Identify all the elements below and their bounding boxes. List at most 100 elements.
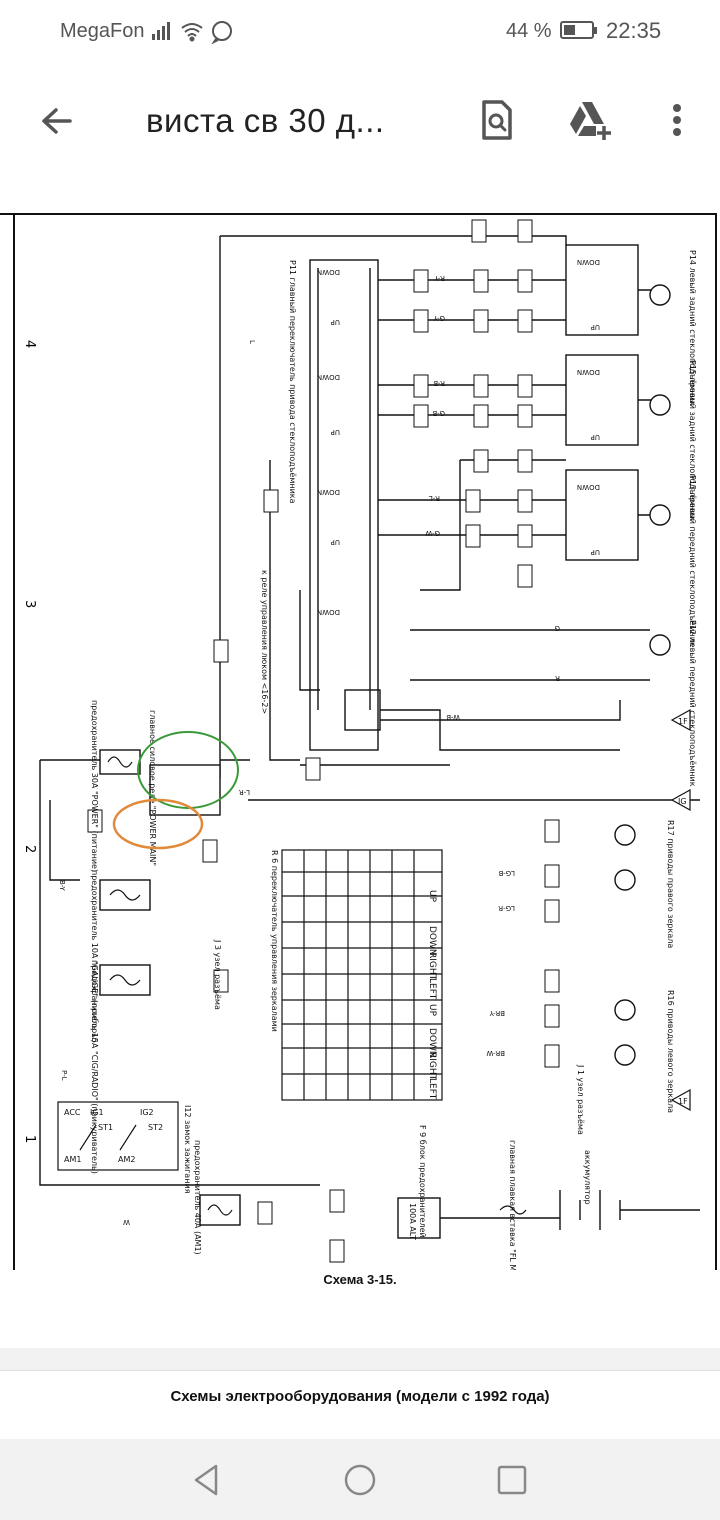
whatsapp-icon	[211, 21, 232, 44]
svg-text:RIGHT: RIGHT	[427, 1052, 437, 1081]
grid-number-2: 2	[22, 845, 37, 853]
svg-text:LG-B: LG-B	[498, 869, 515, 877]
svg-text:G: G	[555, 624, 560, 632]
ground-triangles	[670, 708, 691, 1112]
svg-text:W-B: W-B	[446, 713, 460, 721]
green-highlight-circle	[137, 731, 239, 809]
svg-text:DOWN: DOWN	[577, 483, 600, 491]
svg-text:R 6 переключатель управления з: R 6 переключатель управления зеркалами	[270, 850, 279, 1032]
more-vert-icon[interactable]	[652, 92, 702, 148]
svg-text:P12 левый передний стеклоподъё: P12 левый передний стеклоподъёмник	[688, 620, 697, 787]
svg-text:UP: UP	[591, 548, 600, 556]
svg-text:G-W: G-W	[425, 529, 440, 537]
svg-text:J 3 узел разъёма: J 3 узел разъёма	[213, 939, 222, 1010]
svg-text:UP: UP	[591, 433, 600, 441]
svg-text:B-Y: B-Y	[58, 880, 66, 891]
svg-text:RIGHT: RIGHT	[427, 952, 437, 981]
svg-text:R: R	[555, 674, 560, 682]
svg-text:ACC: ACC	[64, 1108, 81, 1117]
orange-highlight-circle	[112, 798, 204, 850]
svg-text:ST2: ST2	[148, 1123, 163, 1132]
svg-text:к реле управления люком <16-2>: к реле управления люком <16-2>	[260, 570, 269, 714]
svg-text:предохранитель 15A "CIG/RADIO": предохранитель 15A "CIG/RADIO" (прикурив…	[90, 960, 99, 1174]
svg-text:UP: UP	[591, 323, 600, 331]
svg-text:аккумулятор: аккумулятор	[583, 1150, 592, 1205]
document-title: виста св 30 д...	[146, 102, 385, 139]
svg-text:R-B: R-B	[433, 379, 445, 387]
next-page[interactable]: Схемы электрооборудования (модели с 1992…	[0, 1370, 720, 1439]
signal-wifi-whatsapp-icons	[152, 21, 232, 44]
carrier-name: MegaFon	[60, 20, 145, 42]
next-page-heading: Схемы электрооборудования (модели с 1992…	[170, 1388, 550, 1405]
svg-text:1F: 1F	[678, 717, 688, 726]
svg-text:100A ALT: 100A ALT	[408, 1203, 417, 1240]
svg-text:P11 главный переключатель прив: P11 главный переключатель привода стекло…	[288, 260, 297, 504]
document-page[interactable]: 4 3 2 1	[0, 190, 720, 1348]
svg-text:P14 левый задний стеклоподъёмн: P14 левый задний стеклоподъёмник	[688, 250, 697, 406]
app-bar: виста св 30 д...	[0, 62, 720, 190]
svg-text:F 9 блок предохранителей: F 9 блок предохранителей	[418, 1125, 427, 1238]
svg-text:L: L	[248, 340, 256, 344]
clock: 22:35	[606, 18, 662, 43]
svg-text:R16 приводы левого зеркала: R16 приводы левого зеркала	[666, 990, 675, 1113]
grid-number-1: 1	[22, 1135, 37, 1143]
svg-text:L-R: L-R	[239, 788, 250, 796]
svg-text:IG1: IG1	[90, 1108, 104, 1117]
svg-text:J 1 узел разъёма: J 1 узел разъёма	[576, 1064, 585, 1135]
svg-text:W: W	[123, 1218, 130, 1226]
battery-level-fill	[564, 25, 575, 35]
svg-text:G-Y: G-Y	[433, 314, 445, 322]
svg-text:R-Y: R-Y	[434, 274, 445, 282]
svg-text:UP: UP	[427, 1004, 437, 1017]
svg-text:DOWN: DOWN	[577, 368, 600, 376]
svg-text:P15 правый задний стеклоподъём: P15 правый задний стеклоподъёмник	[688, 360, 697, 521]
svg-text:IG: IG	[678, 797, 687, 806]
arrow-back-icon[interactable]	[30, 94, 86, 150]
wifi-icon	[181, 23, 203, 42]
svg-text:LEFT: LEFT	[427, 1078, 437, 1100]
home-circle-icon[interactable]	[340, 1460, 380, 1500]
diagram-frame	[13, 213, 717, 1270]
svg-text:UP: UP	[331, 428, 340, 436]
grid-number-3: 3	[22, 600, 37, 608]
svg-text:BR-Y: BR-Y	[489, 1009, 505, 1017]
svg-text:AM2: AM2	[118, 1155, 135, 1164]
system-nav-bar	[0, 1440, 720, 1520]
svg-text:G-B: G-B	[432, 409, 445, 417]
svg-text:DOWN: DOWN	[317, 608, 340, 616]
svg-text:DOWN: DOWN	[317, 373, 340, 381]
svg-text:главная плавкая вставка "FL MA: главная плавкая вставка "FL MAIN 2,0L"	[508, 1140, 517, 1270]
svg-text:P-L: P-L	[60, 1070, 68, 1081]
svg-text:1F: 1F	[678, 1097, 688, 1106]
mirror-switch-table	[281, 849, 443, 1101]
svg-text:P13 правый передний стеклоподъ: P13 правый передний стеклоподъёмник	[688, 475, 697, 647]
svg-text:IG2: IG2	[140, 1108, 154, 1117]
svg-text:I12 замок зажигания: I12 замок зажигания	[183, 1105, 192, 1194]
connector-tags	[87, 219, 560, 1263]
svg-text:DOWN: DOWN	[427, 926, 437, 956]
svg-text:предохранитель 40A (AM1): предохранитель 40A (AM1)	[193, 1140, 202, 1255]
motor-symbols	[614, 284, 671, 1066]
battery-symbol	[440, 1190, 700, 1230]
svg-text:LG-R: LG-R	[498, 904, 515, 912]
svg-text:предохранитель 10A "GAUGE" (пр: предохранитель 10A "GAUGE" (приборы)	[90, 870, 99, 1043]
svg-text:DOWN: DOWN	[577, 258, 600, 266]
status-bar: MegaFon 44 % 22:35	[0, 0, 720, 62]
wire-color-labels: R-Y G-Y R-B G-B R-L G-W L-R LG-B LG-R BR…	[58, 274, 560, 1226]
svg-text:главное силовое реле "POWER MA: главное силовое реле "POWER MAIN"	[148, 710, 157, 866]
svg-text:BR-W: BR-W	[486, 1049, 505, 1057]
mirror-switch-rows: UP DOWN RIGHT LEFT UP DOWN RIGHT LEFT	[427, 890, 437, 1100]
svg-text:DOWN: DOWN	[317, 268, 340, 276]
battery-icon	[560, 21, 597, 39]
svg-text:AM1: AM1	[64, 1155, 81, 1164]
switch-position-labels: DOWN UP DOWN UP DOWN UP DOWN DOWN UP DOW…	[317, 258, 600, 616]
search-document-icon[interactable]	[468, 92, 524, 148]
svg-text:DOWN: DOWN	[427, 1028, 437, 1058]
svg-text:DOWN: DOWN	[317, 488, 340, 496]
wiring-diagram: 4 3 2 1	[0, 213, 717, 1270]
add-to-drive-icon[interactable]	[560, 92, 616, 148]
figure-caption: Схема 3-15.	[323, 1272, 397, 1287]
recents-square-icon[interactable]	[492, 1460, 532, 1500]
grid-number-4: 4	[22, 340, 37, 348]
back-triangle-icon[interactable]	[186, 1460, 226, 1500]
